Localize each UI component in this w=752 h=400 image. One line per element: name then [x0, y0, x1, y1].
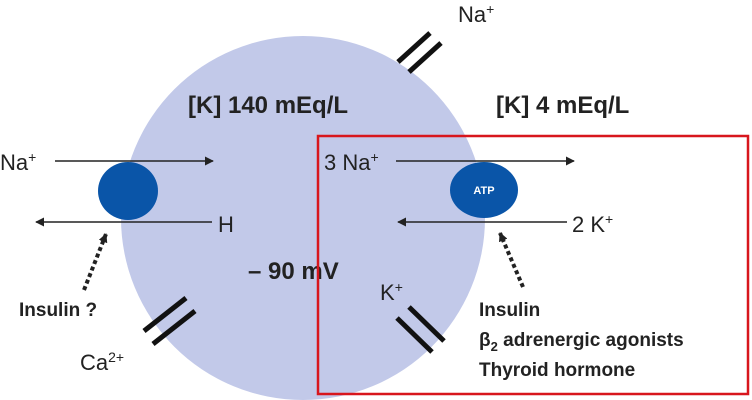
insulin-question-arrow [82, 233, 108, 291]
intracellular-k-concentration: [K] 140 mEq/L [188, 92, 348, 119]
two-k-label: 2 K+ [572, 211, 613, 237]
three-na-label: 3 Na+ [324, 149, 379, 175]
h-label: H [218, 212, 234, 237]
na-h-exchanger-icon [98, 162, 158, 220]
membrane-potential-label: – 90 mV [248, 258, 339, 285]
na-k-atpase-icon [450, 162, 518, 218]
insulin-question-label: Insulin ? [19, 300, 97, 321]
k-channel-icon [395, 305, 446, 354]
thyroid-hormone-label: Thyroid hormone [479, 360, 635, 381]
cell-body [121, 36, 485, 400]
ca-channel-icon [142, 296, 197, 346]
na-k-pump-highlight-box [316, 134, 750, 396]
na-left-label: Na+ [0, 149, 36, 175]
beta2-agonists-label: β2 adrenergic agonists [479, 330, 684, 354]
insulin-stimulation-arrow [498, 232, 525, 288]
ca-label: Ca2+ [80, 349, 124, 375]
na-channel-icon [396, 31, 443, 74]
k-channel-label: K+ [380, 279, 403, 305]
atp-label: ATP [473, 185, 494, 197]
insulin-label: Insulin [479, 300, 540, 321]
extracellular-k-concentration: [K] 4 mEq/L [496, 92, 629, 119]
na-top-label: Na+ [458, 1, 494, 27]
